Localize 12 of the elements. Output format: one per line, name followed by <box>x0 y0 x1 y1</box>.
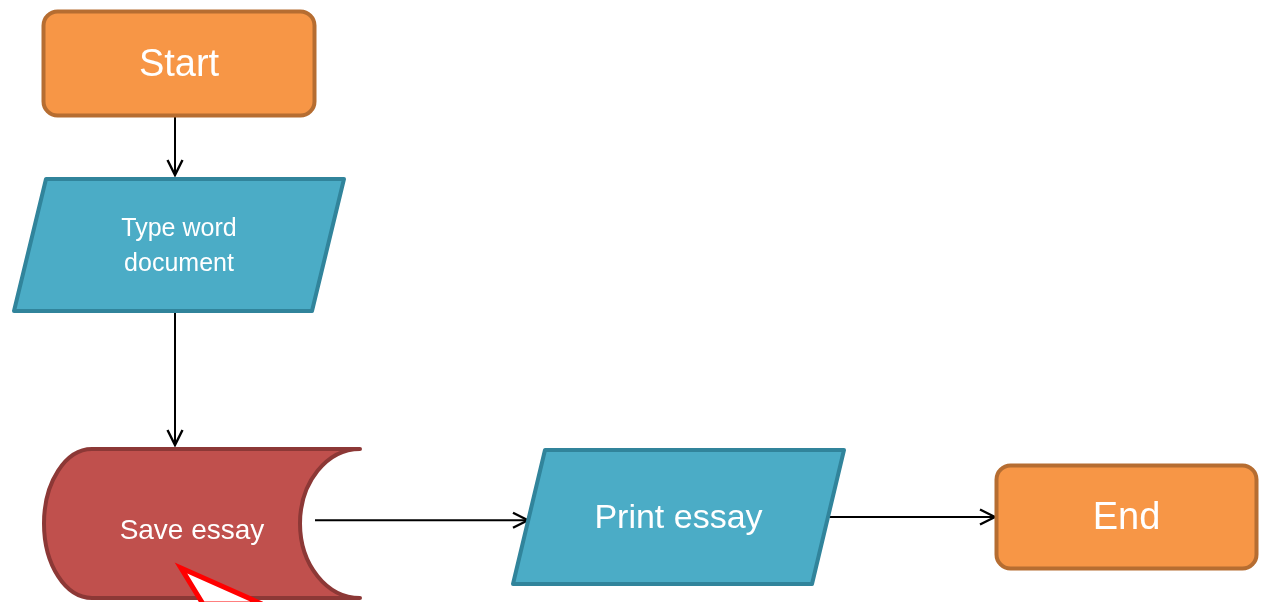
input-output-parallelogram <box>12 177 346 313</box>
node-label: Type word document <box>120 212 238 278</box>
node-label: Save essay <box>119 512 265 547</box>
stored-data-shape <box>42 447 362 600</box>
arrow <box>166 116 184 177</box>
node-label: Print essay <box>594 496 763 538</box>
arrow <box>166 312 184 447</box>
terminal-box <box>995 464 1258 570</box>
input-output-parallelogram <box>511 448 846 586</box>
node-label: End <box>1092 494 1161 540</box>
node-label: Start <box>138 40 220 86</box>
terminal-box <box>42 10 316 117</box>
